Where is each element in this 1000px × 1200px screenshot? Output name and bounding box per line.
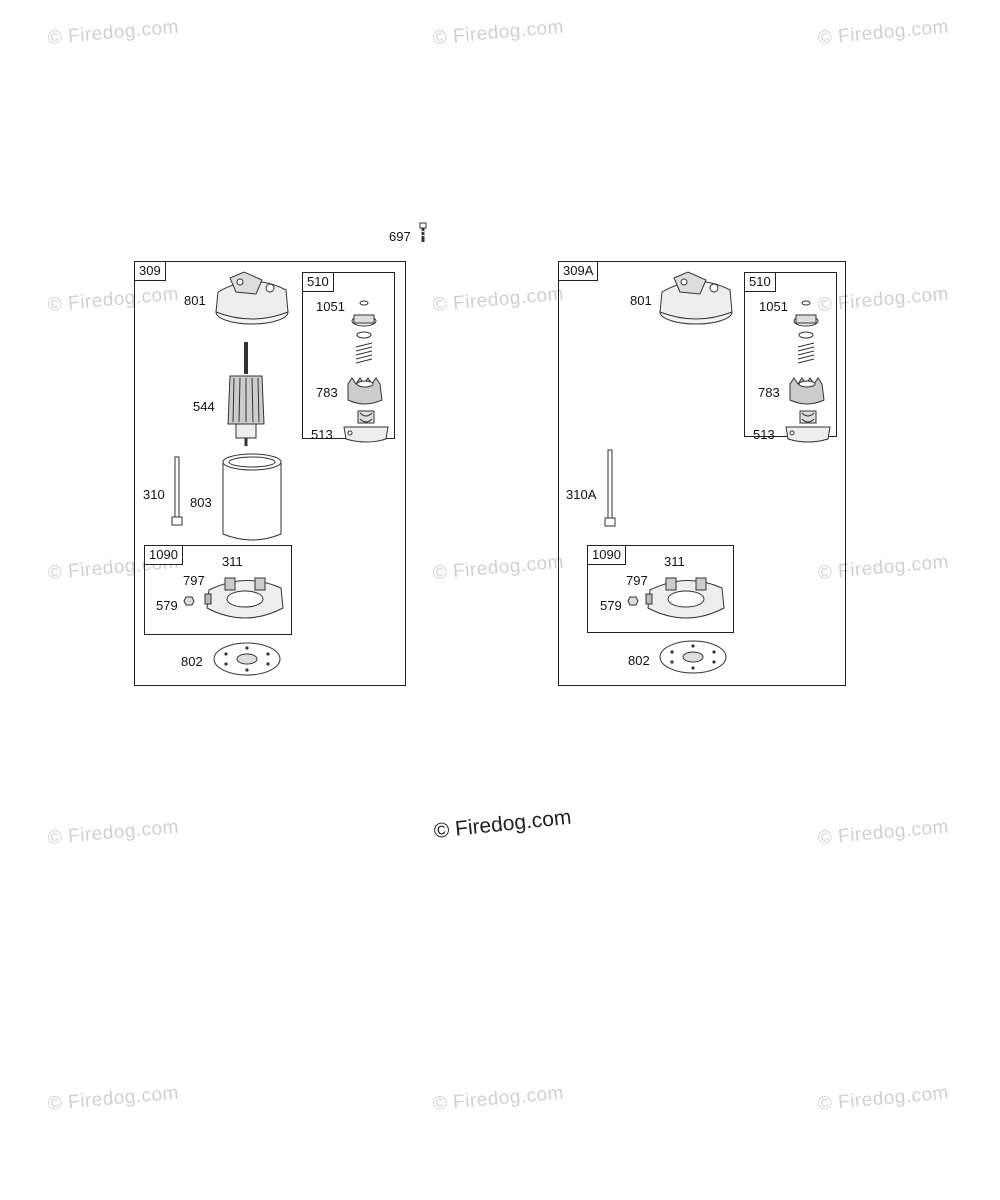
part-label-513[interactable]: 513 — [311, 427, 333, 442]
part-label-803[interactable]: 803 — [190, 495, 212, 510]
assembly-309-panel — [134, 261, 406, 686]
end-plate-icon — [213, 642, 281, 676]
brush-assembly-icon — [645, 577, 725, 619]
part-label-802[interactable]: 802 — [628, 653, 650, 668]
pinion-gear-icon — [347, 377, 383, 405]
kit-1090-panel — [587, 545, 734, 633]
watermark: © Firedog.com — [817, 1082, 950, 1115]
part-label-783[interactable]: 783 — [316, 385, 338, 400]
assembly-tag-309a[interactable]: 309A — [558, 261, 599, 281]
part-label-797[interactable]: 797 — [626, 573, 648, 588]
pinion-gear-icon — [789, 377, 825, 405]
part-label-544[interactable]: 544 — [193, 399, 215, 414]
through-bolt-icon — [604, 449, 616, 527]
armature-icon — [227, 342, 265, 446]
kit-tag-510[interactable]: 510 — [302, 272, 334, 292]
part-label-310[interactable]: 310 — [143, 487, 165, 502]
drive-pinion-icon — [343, 410, 389, 443]
part-label-783[interactable]: 783 — [758, 385, 780, 400]
spring-stop-icon — [793, 300, 819, 364]
watermark: © Firedog.com — [432, 551, 565, 584]
kit-tag-1090[interactable]: 1090 — [144, 545, 183, 565]
part-label-579[interactable]: 579 — [156, 598, 178, 613]
end-cap-icon — [659, 271, 733, 325]
center-watermark: © Firedog.com — [432, 805, 573, 843]
spring-stop-icon — [351, 300, 377, 364]
part-label-802[interactable]: 802 — [181, 654, 203, 669]
watermark: © Firedog.com — [432, 1082, 565, 1115]
part-label-310a[interactable]: 310A — [566, 487, 597, 502]
assembly-309a-panel — [558, 261, 846, 686]
watermark: © Firedog.com — [47, 16, 180, 49]
watermark: © Firedog.com — [817, 16, 950, 49]
through-bolt-icon — [171, 456, 183, 526]
assembly-tag-309[interactable]: 309 — [134, 261, 166, 281]
end-plate-icon — [659, 640, 727, 674]
part-label-1051[interactable]: 1051 — [759, 299, 788, 314]
part-label-801[interactable]: 801 — [184, 293, 206, 308]
part-label-579[interactable]: 579 — [600, 598, 622, 613]
kit-1090-panel — [144, 545, 292, 635]
motor-housing-icon — [222, 453, 282, 541]
part-label-513[interactable]: 513 — [753, 427, 775, 442]
watermark: © Firedog.com — [47, 1082, 180, 1115]
watermark: © Firedog.com — [432, 283, 565, 316]
watermark: © Firedog.com — [817, 816, 950, 849]
nut-icon — [627, 596, 639, 606]
part-label-697[interactable]: 697 — [389, 229, 411, 244]
watermark: © Firedog.com — [432, 16, 565, 49]
brush-assembly-icon — [204, 577, 284, 619]
kit-tag-510[interactable]: 510 — [744, 272, 776, 292]
kit-tag-1090[interactable]: 1090 — [587, 545, 626, 565]
nut-icon — [183, 596, 195, 606]
part-label-1051[interactable]: 1051 — [316, 299, 345, 314]
watermark: © Firedog.com — [47, 816, 180, 849]
end-cap-icon — [215, 271, 289, 325]
part-label-311[interactable]: 311 — [222, 554, 243, 569]
drive-pinion-icon — [785, 410, 831, 443]
part-label-801[interactable]: 801 — [630, 293, 652, 308]
screw-icon — [419, 222, 427, 242]
part-label-311[interactable]: 311 — [664, 554, 685, 569]
part-label-797[interactable]: 797 — [183, 573, 205, 588]
